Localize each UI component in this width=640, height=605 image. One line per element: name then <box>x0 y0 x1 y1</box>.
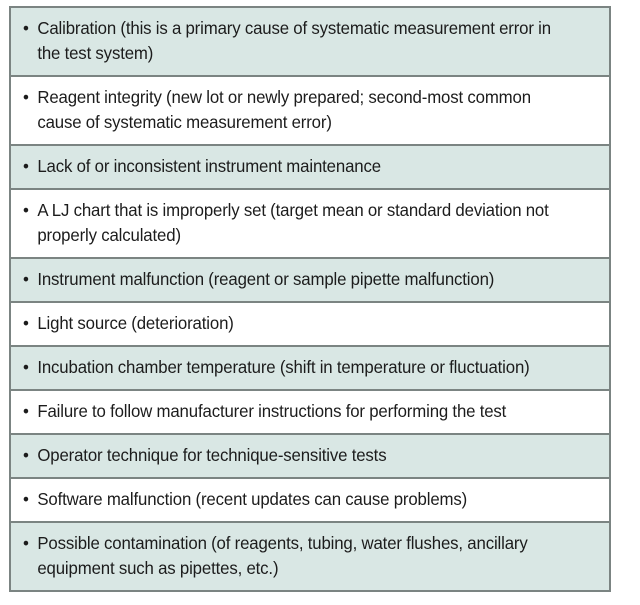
list-item: • Lack of or inconsistent instrument main… <box>23 154 573 179</box>
table-row-content: • Software malfunction (recent updates ca… <box>11 479 609 521</box>
causes-list-table: • Calibration (this is a primary cause of… <box>9 6 611 592</box>
list-item: • Light source (deterioration) <box>23 311 573 336</box>
list-item-label: Calibration (this is a primary cause of … <box>37 18 551 63</box>
table-row-content: • Light source (deterioration) <box>11 303 609 345</box>
bullet-icon: • <box>23 357 29 377</box>
list-item-label: Reagent integrity (new lot or newly prep… <box>37 87 531 132</box>
list-item: • Incubation chamber temperature (shift i… <box>23 355 573 380</box>
bullet-icon: • <box>23 200 29 220</box>
list-item-label: Incubation chamber temperature (shift in… <box>37 357 530 377</box>
table-row-content: • Failure to follow manufacturer instruct… <box>11 391 609 433</box>
bullet-icon: • <box>23 445 29 465</box>
table-row: • Possible contamination (of reagents, tu… <box>11 523 609 590</box>
bullet-icon: • <box>23 18 29 38</box>
list-item-label: Operator technique for technique-sensiti… <box>37 445 387 465</box>
bullet-icon: • <box>23 156 29 176</box>
list-item: • Software malfunction (recent updates ca… <box>23 487 573 512</box>
list-item-label: A LJ chart that is improperly set (targe… <box>37 200 549 245</box>
list-item: • Reagent integrity (new lot or newly pre… <box>23 85 573 135</box>
table-row: • Calibration (this is a primary cause of… <box>11 8 609 77</box>
list-item-label: Software malfunction (recent updates can… <box>37 489 468 509</box>
list-item: • Operator technique for technique-sensit… <box>23 443 573 468</box>
bullet-icon: • <box>23 87 29 107</box>
list-item-label: Lack of or inconsistent instrument maint… <box>37 156 381 176</box>
table-row: • Incubation chamber temperature (shift i… <box>11 347 609 391</box>
bullet-icon: • <box>23 489 29 509</box>
table-row-content: • Possible contamination (of reagents, tu… <box>11 523 609 590</box>
list-item: • Calibration (this is a primary cause of… <box>23 16 573 66</box>
table-row-content: • Lack of or inconsistent instrument main… <box>11 146 609 188</box>
list-item: • Failure to follow manufacturer instruct… <box>23 399 573 424</box>
table-row-content: • Reagent integrity (new lot or newly pre… <box>11 77 609 144</box>
list-item: • A LJ chart that is improperly set (targ… <box>23 198 573 248</box>
bullet-icon: • <box>23 269 29 289</box>
table-row: • Light source (deterioration) <box>11 303 609 347</box>
list-item-label: Light source (deterioration) <box>37 313 234 333</box>
list-item-label: Instrument malfunction (reagent or sampl… <box>37 269 495 289</box>
list-item: • Instrument malfunction (reagent or samp… <box>23 267 573 292</box>
table-row: • Operator technique for technique-sensit… <box>11 435 609 479</box>
bullet-icon: • <box>23 313 29 333</box>
table-row: • Failure to follow manufacturer instruct… <box>11 391 609 435</box>
bullet-icon: • <box>23 533 29 553</box>
table-row: • A LJ chart that is improperly set (targ… <box>11 190 609 259</box>
list-item: • Possible contamination (of reagents, tu… <box>23 531 573 581</box>
table-row-content: • Incubation chamber temperature (shift i… <box>11 347 609 389</box>
list-item-label: Failure to follow manufacturer instructi… <box>37 401 507 421</box>
table-row-content: • A LJ chart that is improperly set (targ… <box>11 190 609 257</box>
table-row: • Reagent integrity (new lot or newly pre… <box>11 77 609 146</box>
table-row: • Software malfunction (recent updates ca… <box>11 479 609 523</box>
bullet-icon: • <box>23 401 29 421</box>
table-row-content: • Calibration (this is a primary cause of… <box>11 8 609 75</box>
table-row-content: • Operator technique for technique-sensit… <box>11 435 609 477</box>
list-item-label: Possible contamination (of reagents, tub… <box>37 533 528 578</box>
table-row: • Lack of or inconsistent instrument main… <box>11 146 609 190</box>
table-row: • Instrument malfunction (reagent or samp… <box>11 259 609 303</box>
table-row-content: • Instrument malfunction (reagent or samp… <box>11 259 609 301</box>
